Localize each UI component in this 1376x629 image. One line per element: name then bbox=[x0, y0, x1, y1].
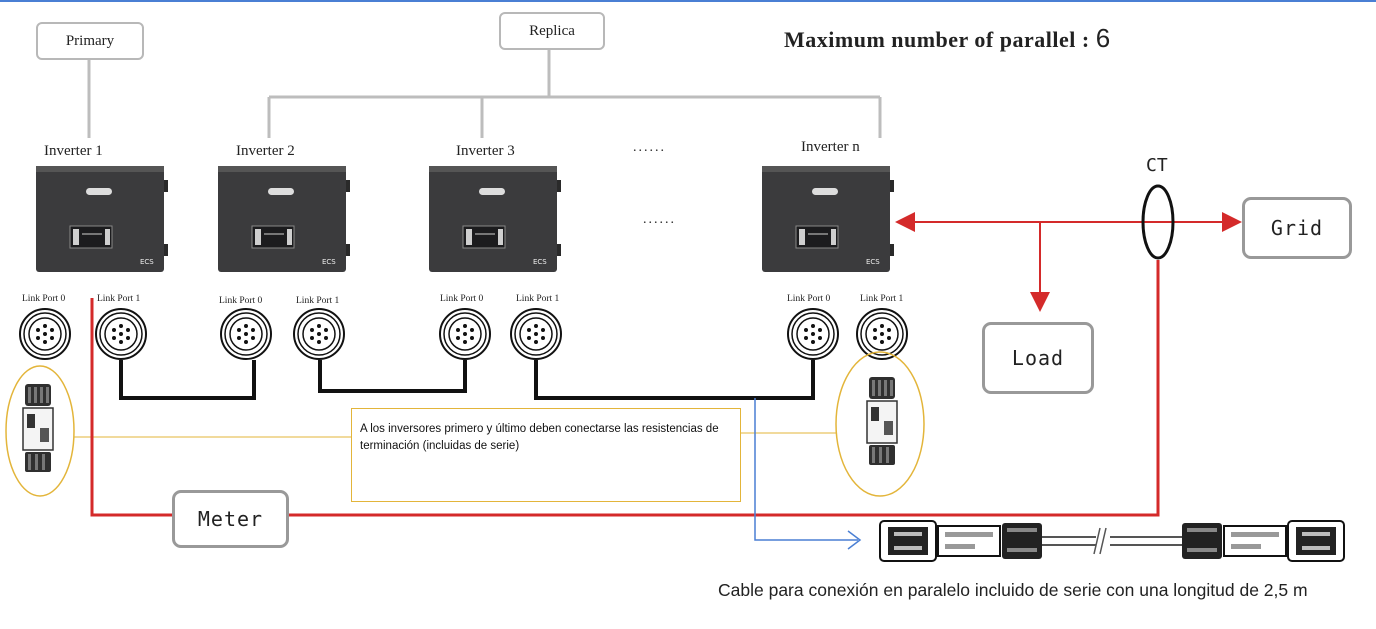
terminator-left bbox=[22, 383, 54, 473]
primary-label: Primary bbox=[65, 32, 115, 49]
grid-box: Grid bbox=[1242, 197, 1352, 259]
replica-label-box: Replica bbox=[499, 12, 605, 50]
termination-note-text: A los inversores primero y último deben … bbox=[360, 423, 719, 452]
inverter-2-port-1-label: Link Port 1 bbox=[296, 296, 340, 306]
inverter-3-label: Inverter 3 bbox=[456, 143, 515, 159]
inverter-3-port-1-label: Link Port 1 bbox=[516, 294, 560, 304]
inverter-1-port-0-label: Link Port 0 bbox=[22, 294, 66, 304]
load-label: Load bbox=[1011, 346, 1065, 370]
meter-box: Meter bbox=[172, 490, 289, 548]
inverter-1-link-port-0 bbox=[19, 308, 71, 360]
inverter-3-link-port-1 bbox=[510, 308, 562, 360]
inverter-2-link-port-0 bbox=[220, 308, 272, 360]
cable-caption: Cable para conexión en paralelo incluido… bbox=[718, 580, 1308, 600]
inverter-1-unit bbox=[35, 165, 169, 273]
inverter-2-port-0-label: Link Port 0 bbox=[219, 296, 263, 306]
ellipsis-middle: ...... bbox=[643, 212, 676, 227]
inverter-1-label: Inverter 1 bbox=[44, 143, 103, 159]
primary-label-box: Primary bbox=[36, 22, 144, 60]
max-parallel-value: 6 bbox=[1095, 23, 1111, 53]
inverter-3-link-port-0 bbox=[439, 308, 491, 360]
inverter-2-label: Inverter 2 bbox=[236, 143, 295, 159]
inverter-n-port-1-label: Link Port 1 bbox=[860, 294, 904, 304]
inverter-3-port-0-label: Link Port 0 bbox=[440, 294, 484, 304]
meter-label: Meter bbox=[197, 507, 264, 531]
top-border bbox=[0, 0, 1376, 2]
inverter-1-link-port-1 bbox=[95, 308, 147, 360]
inverter-3-unit bbox=[428, 165, 562, 273]
parallel-cable-illustration bbox=[879, 520, 1345, 562]
inverter-2-unit bbox=[217, 165, 351, 273]
inverter-n-label: Inverter n bbox=[801, 139, 860, 155]
inverter-n-link-port-0 bbox=[787, 308, 839, 360]
ct-label: CT bbox=[1146, 155, 1168, 176]
max-parallel-text: Maximum number of parallel : bbox=[784, 27, 1090, 52]
load-box: Load bbox=[982, 322, 1094, 394]
max-parallel-title: Maximum number of parallel : 6 bbox=[784, 23, 1111, 54]
inverter-2-link-port-1 bbox=[293, 308, 345, 360]
ellipsis-top: ...... bbox=[633, 140, 666, 155]
inverter-n-unit bbox=[761, 165, 895, 273]
inverter-n-port-0-label: Link Port 0 bbox=[787, 294, 831, 304]
termination-note: A los inversores primero y último deben … bbox=[351, 408, 741, 502]
terminator-right bbox=[866, 376, 898, 466]
inverter-1-port-1-label: Link Port 1 bbox=[97, 294, 141, 304]
replica-label: Replica bbox=[529, 22, 575, 39]
grid-label: Grid bbox=[1270, 216, 1324, 240]
